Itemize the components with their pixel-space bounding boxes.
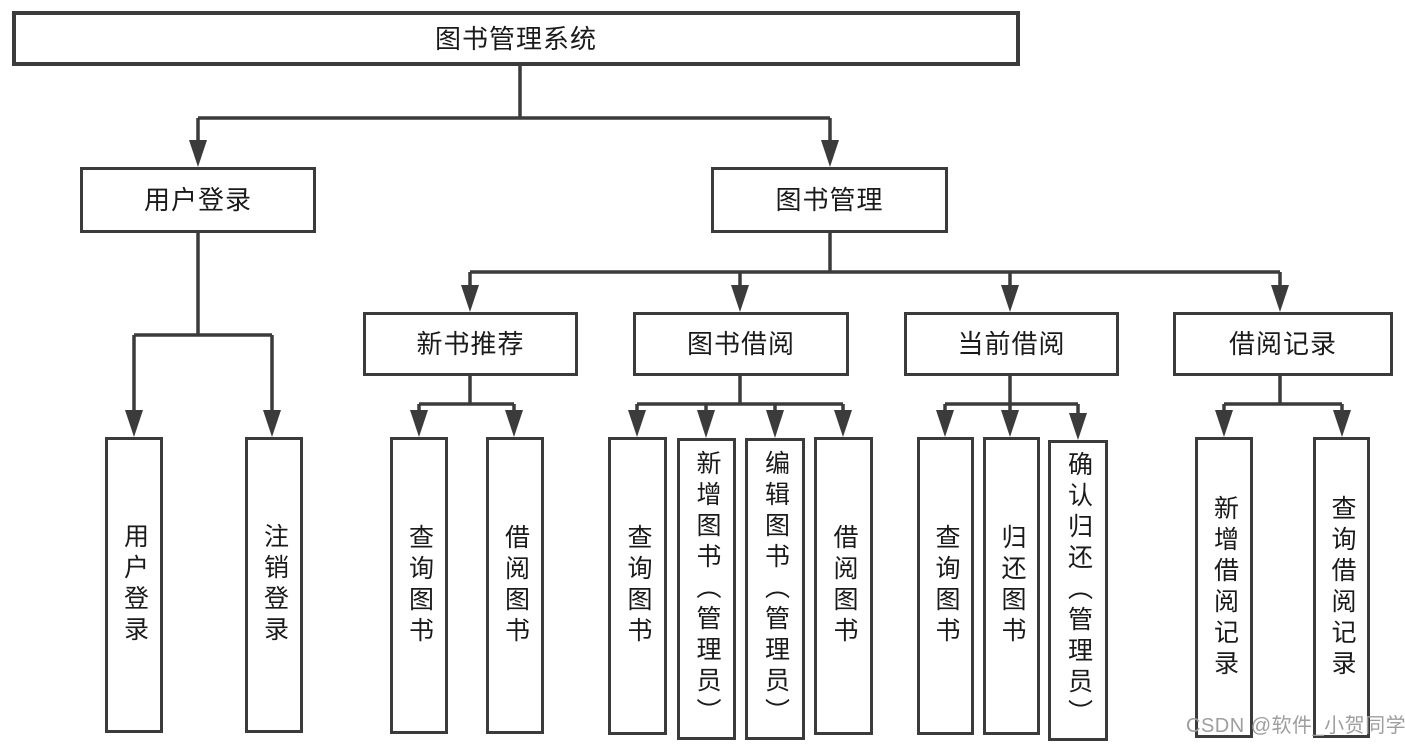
connector-line [132,233,274,411]
arrowhead [1271,285,1289,312]
leaf-confirm-return-admin: 确认归还（管理员） [1048,440,1108,741]
leaf-add-borrow-record: 新增借阅记录 [1195,437,1253,738]
arrowhead [628,410,646,437]
connector-current-borrow-children [936,376,1087,440]
node-borrow-records: 借阅记录 [1173,312,1393,376]
leaf-edit-book-admin: 编辑图书（管理员） [745,438,805,740]
connector-new-books-children [410,376,523,437]
arrowhead [461,285,479,312]
arrowhead [1333,410,1351,437]
node-book-mgmt: 图书管理 [711,167,948,233]
leaf-query-borrow-record: 查询借阅记录 [1313,437,1370,738]
leaf-return-book: 归还图书 [983,437,1040,735]
arrowhead [410,410,428,437]
leaf-borrow-book: 借阅图书 [814,437,873,735]
arrowhead [505,410,523,437]
leaf-borrow-query-book: 查询图书 [608,437,667,735]
connector-line [943,376,1080,414]
node-root: 图书管理系统 [12,11,1020,66]
watermark: CSDN @软件_小贺同学 [1186,715,1405,737]
connector-book-mgmt-children [461,233,1289,312]
connector-borrow-records-children [1215,376,1351,437]
leaf-logout: 注销登录 [245,437,303,733]
node-book-borrow: 图书借阅 [633,312,849,376]
arrowhead [766,410,784,438]
connector-line [1222,376,1344,411]
arrowhead [125,410,143,437]
arrowhead [936,410,954,437]
arrowhead [821,140,839,167]
arrowhead [1215,410,1233,437]
leaf-user-login: 用户登录 [105,437,163,733]
arrowhead [189,140,207,167]
arrowhead [697,410,715,438]
leaf-current-query-book: 查询图书 [917,437,974,735]
arrowhead [263,410,281,437]
connector-line [196,66,832,141]
connector-user-login-children [125,233,281,437]
leaf-newbooks-query-book: 查询图书 [390,437,448,734]
connector-book-borrow-children [628,376,852,438]
arrowhead [834,410,852,437]
arrowhead [1069,413,1087,440]
arrowhead [1001,410,1019,437]
leaf-newbooks-borrow-book: 借阅图书 [486,437,544,734]
connector-line [468,233,1282,286]
connector-root-to-level2 [189,66,839,167]
leaf-add-book-admin: 新增图书（管理员） [677,438,736,740]
arrowhead [1001,285,1019,312]
node-user-login: 用户登录 [80,167,316,233]
connector-line [417,376,516,411]
arrowhead [731,285,749,312]
node-new-books: 新书推荐 [363,312,578,376]
node-current-borrow: 当前借阅 [904,312,1119,376]
connector-line [635,376,845,411]
